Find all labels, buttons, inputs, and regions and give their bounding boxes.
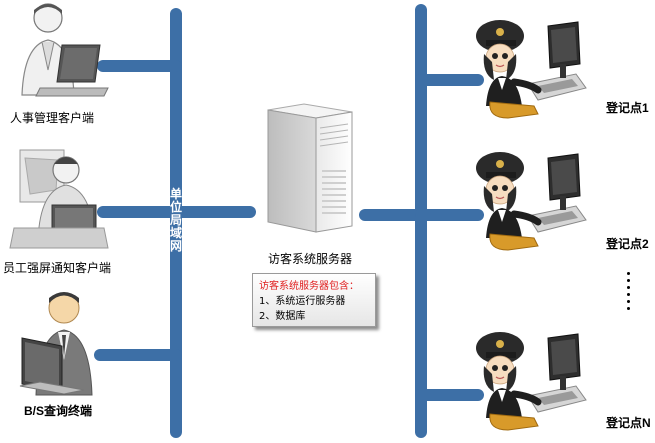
server-info-item: 1、系统运行服务器	[259, 296, 346, 307]
officer-terminal-icon	[476, 332, 586, 430]
officer-terminal-icon	[476, 152, 586, 250]
checkpoint-label-2: 登记点2	[606, 237, 649, 251]
checkpoint-label-1: 登记点1	[606, 101, 649, 115]
person-laptop-icon	[21, 3, 109, 97]
lan-label: 单位局域网	[169, 187, 182, 253]
server-label: 访客系统服务器	[268, 252, 353, 266]
server-tower-icon	[267, 103, 353, 233]
client-label-hr: 人事管理客户端	[10, 111, 95, 125]
client-label-bs: B/S查询终端	[24, 404, 93, 418]
server-info-item: 2、数据库	[259, 311, 306, 322]
checkpoint-label-n: 登记点N	[606, 416, 651, 430]
desktop-user-icon	[9, 149, 109, 249]
server-info-box: 访客系统服务器包含： 1、系统运行服务器 2、数据库	[252, 273, 376, 327]
businessman-laptop-icon	[19, 292, 93, 396]
more-checkpoints-ellipsis	[627, 272, 631, 314]
client-label-notify: 员工强屏通知客户端	[3, 261, 112, 275]
server-info-title: 访客系统服务器包含：	[259, 281, 359, 292]
officer-terminal-icon	[476, 20, 586, 118]
